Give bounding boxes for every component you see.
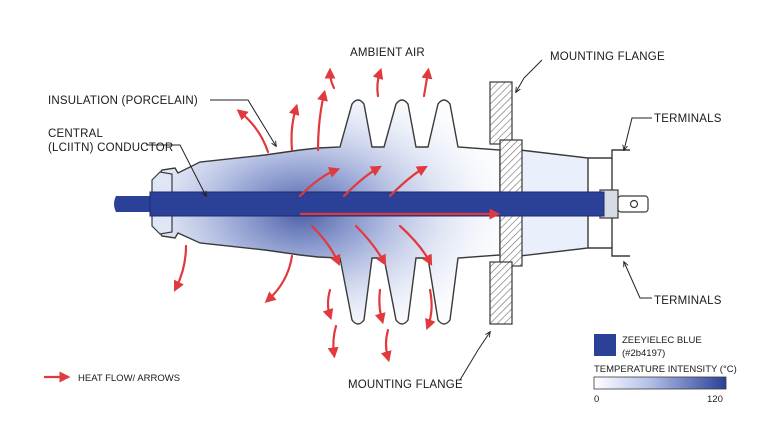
heat-flow-arrows: [174, 67, 436, 363]
label-ambient-air: AMBIENT AIR: [350, 47, 425, 59]
heat-flow-legend-label: HEAT FLOW/ ARROWS: [78, 373, 180, 384]
scale-min: 0: [594, 394, 599, 405]
label-central-line2: (LCIITN) CONDUCTOR: [48, 142, 173, 154]
label-mounting-flange-bottom: MOUNTING FLANGE: [348, 379, 463, 391]
label-terminals-bottom: TERMINALS: [654, 295, 722, 307]
label-insulation: INSULATION (PORCELAIN): [48, 95, 198, 107]
label-mounting-flange-top: MOUNTING FLANGE: [550, 51, 665, 63]
central-conductor: [114, 191, 605, 217]
heat-flow-legend: HEAT FLOW/ ARROWS: [44, 371, 180, 384]
temperature-scale-bar: [593, 376, 727, 390]
leader-lines: [146, 59, 652, 381]
scale-title: TEMPERATURE INTENSITY (°C): [594, 364, 737, 375]
color-legend: ZEEYIELEC BLUE (#2b4197) TEMPERATURE INT…: [593, 334, 737, 405]
label-central-line1: CENTRAL: [48, 128, 103, 140]
label-terminals-top: TERMINALS: [654, 113, 722, 125]
terminal-stud: [599, 189, 649, 219]
swatch-title: ZEEYIELEC BLUE: [622, 335, 702, 346]
swatch-code: (#2b4197): [622, 348, 665, 359]
color-swatch: [594, 334, 616, 356]
scale-max: 120: [707, 394, 723, 405]
